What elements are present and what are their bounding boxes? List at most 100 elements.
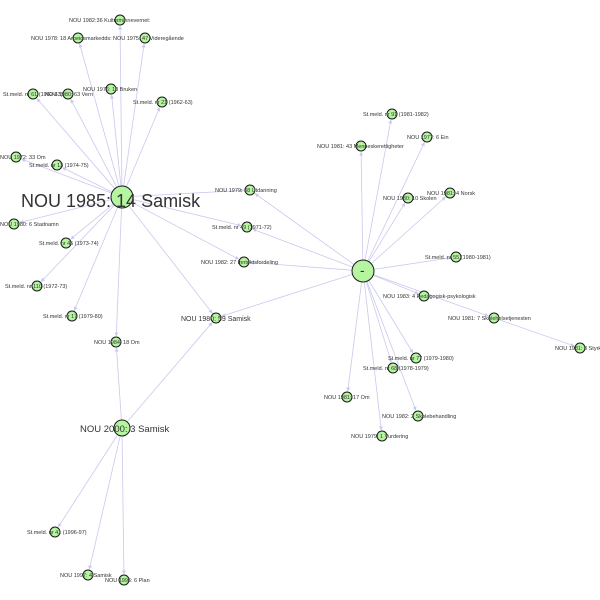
node-label-m9: NOU 1981: 3 Styrk	[555, 346, 600, 352]
edge-b-m5	[370, 196, 446, 264]
node-label-n12: NOU 1980: 6 Stadnamn	[0, 222, 59, 228]
node-c2[interactable]	[82, 569, 94, 581]
node-label-m12: NOU 1981: 17 Om	[324, 395, 370, 401]
node-c1[interactable]	[49, 526, 61, 538]
node-n9[interactable]	[51, 159, 63, 171]
edge-b-n16	[221, 273, 353, 317]
node-label-m13: NOU 1982: 2 Skolebehandling	[382, 414, 456, 420]
node-n10[interactable]	[244, 184, 256, 196]
node-label-m10: St.meld. nr 77 (1979-1980)	[388, 356, 454, 362]
node-n6[interactable]	[105, 83, 117, 95]
node-label-m7: NOU 1983: 4 Pedagogisk-psykologisk	[383, 294, 476, 300]
edge-a-n18	[114, 207, 122, 337]
node-label-n2: NOU 1978: 18 Arbeidsmarkedds:	[31, 36, 112, 42]
node-b[interactable]	[351, 259, 375, 283]
edge-b-m1	[364, 119, 393, 261]
node-m2[interactable]	[355, 140, 367, 152]
node-label-n3: NOU 1975: 47 Videregående	[113, 35, 184, 42]
node-label-n5: NOU 1980: 63 Vern	[45, 92, 93, 98]
edges-layer	[19, 25, 575, 575]
edge-a-n5	[70, 98, 118, 188]
node-label-b: -	[360, 262, 365, 278]
edge-a-n3	[123, 43, 146, 187]
edge-b-n11	[252, 228, 353, 268]
node-n1[interactable]	[114, 14, 126, 26]
node-n11[interactable]	[241, 221, 253, 233]
node-label-m4: NOU 1980: 10 Skolen	[383, 196, 437, 202]
node-m12[interactable]	[341, 391, 353, 403]
edge-a-n8	[21, 158, 112, 194]
node-label-n8: NOU 1972: 33 Om	[0, 155, 46, 161]
node-n5[interactable]	[62, 88, 74, 100]
node-label-n13: St.meld. nr 45 (1973-74)	[39, 241, 99, 247]
node-label-n4: St.meld. nr 61 (1962-63)	[3, 92, 63, 98]
labels-layer: NOU 1985: 14 Samisk-NOU 2000: 3 SamiskNO…	[0, 18, 600, 584]
node-label-c: NOU 2000: 3 Samisk	[80, 424, 169, 435]
edge-a-n6	[109, 94, 122, 187]
node-label-n11: St.meld. nr 49 (1971-72)	[212, 225, 272, 231]
node-m8[interactable]	[488, 312, 500, 324]
edge-b-m6	[373, 256, 451, 270]
node-label-n17: St.meld. nr 17 (1979-80)	[43, 314, 103, 320]
edge-b-m8	[373, 274, 489, 317]
node-n8[interactable]	[10, 151, 22, 163]
edge-b-m13	[366, 281, 417, 411]
node-label-m11: St.meld. nr 68 (1978-1979)	[363, 366, 429, 372]
nodes-layer	[8, 14, 586, 586]
node-m11[interactable]	[387, 362, 399, 374]
edge-a-n16	[128, 205, 213, 314]
edge-b-n10	[254, 193, 355, 265]
node-label-m2: NOU 1981: 43 Menneskerettigheter	[317, 144, 404, 150]
edge-a-n10	[132, 188, 245, 197]
edge-a-n14	[131, 201, 240, 260]
node-label-n10: NOU 1979: 38 Utdanning	[215, 188, 277, 194]
node-n14[interactable]	[238, 256, 250, 268]
edge-c-c3	[121, 435, 126, 575]
edge-m8-m9	[498, 319, 575, 347]
node-n16[interactable]	[210, 312, 222, 324]
edge-a-n4	[36, 98, 116, 189]
edge-c-n18	[114, 347, 122, 421]
node-label-n9: St.meld. nr 13 (1974-75)	[29, 163, 89, 169]
node-n17[interactable]	[66, 310, 78, 322]
node-m14[interactable]	[376, 430, 388, 442]
node-m7[interactable]	[418, 290, 430, 302]
edge-c-c1	[57, 434, 119, 528]
node-m3[interactable]	[421, 131, 433, 143]
node-m4[interactable]	[402, 192, 414, 204]
edge-b-m11	[365, 281, 393, 363]
edge-a-n7	[125, 107, 161, 188]
node-n15[interactable]	[31, 280, 43, 292]
node-n7[interactable]	[156, 96, 168, 108]
node-n13[interactable]	[60, 237, 72, 249]
edge-a-n13	[70, 203, 114, 240]
node-n2[interactable]	[72, 32, 84, 44]
node-n12[interactable]	[8, 218, 20, 230]
node-label-n14: NOU 1982: 27 Inntektsfordeling	[201, 260, 278, 266]
edge-a-n2	[78, 43, 120, 187]
edge-a-n11	[132, 199, 242, 227]
node-m5[interactable]	[444, 187, 456, 199]
node-c3[interactable]	[118, 574, 130, 586]
node-n4[interactable]	[27, 88, 39, 100]
edge-a-n12	[19, 199, 112, 224]
edge-a-n15	[40, 204, 115, 282]
node-label-m6: St.meld. nr 55 (1980-1981)	[425, 255, 491, 261]
edge-a-n9	[62, 167, 113, 193]
node-c[interactable]	[113, 419, 131, 437]
node-m9[interactable]	[574, 342, 586, 354]
node-n18[interactable]	[110, 336, 122, 348]
node-m1[interactable]	[386, 108, 398, 120]
node-m13[interactable]	[412, 410, 424, 422]
node-label-c2: NOU 1997: 4 Samisk	[60, 573, 112, 579]
node-label-n7: St.meld. nr 21 (1962-63)	[133, 100, 193, 106]
node-m10[interactable]	[410, 352, 422, 364]
edge-c-c2	[88, 435, 121, 570]
edge-b-m2	[359, 151, 364, 261]
node-n3[interactable]	[139, 32, 151, 44]
node-label-c3: NOU 1996: 6 Plan	[105, 578, 150, 584]
node-m6[interactable]	[450, 251, 462, 263]
edge-a-n17	[73, 206, 119, 311]
node-a[interactable]	[110, 185, 134, 209]
